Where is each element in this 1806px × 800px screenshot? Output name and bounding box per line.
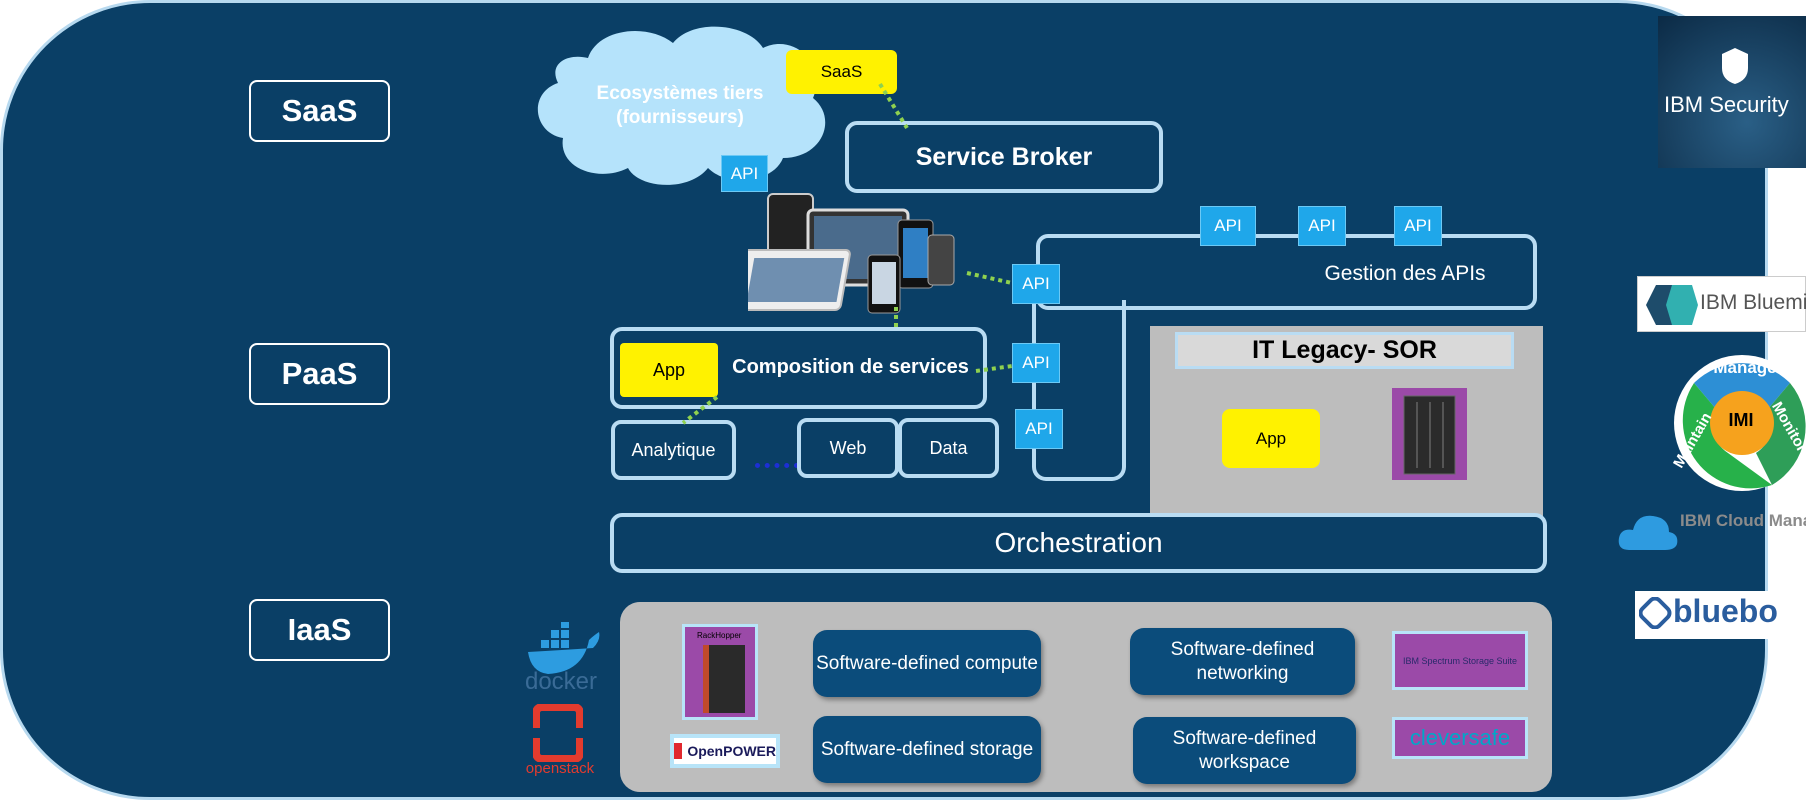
cloud-api-tag: API <box>721 155 768 192</box>
saas-layer-label: SaaS <box>249 80 390 142</box>
gestion-api-tag-1: API <box>1200 206 1256 246</box>
imi-lifecycle-icon <box>1674 355 1806 491</box>
rackhopper-server: RackHopper <box>682 624 758 720</box>
ibm-cloud-managed-label: IBM Cloud Managed Serv <box>1680 511 1806 530</box>
ecosystem-title: Ecosystèmes tiers (fournisseurs) <box>560 82 800 130</box>
openstack-label: openstack <box>525 760 595 777</box>
shield-icon <box>1722 48 1748 84</box>
connector-devices-api <box>966 271 1013 285</box>
ecosystem-title-line1: Ecosystèmes tiers <box>596 83 764 104</box>
spectrum-storage-logo: IBM Spectrum Storage Suite <box>1392 631 1528 690</box>
docker-whale-icon <box>528 622 600 674</box>
connector-app-analytics <box>681 395 719 425</box>
gestion-api-tag-3: API <box>1394 206 1442 246</box>
it-legacy-title: IT Legacy- SOR <box>1175 332 1514 369</box>
imi-center-label: IMI <box>1728 410 1754 430</box>
orchestration-bar: Orchestration <box>610 513 1547 573</box>
connector-saas-broker <box>878 82 909 130</box>
cleversafe-logo: cleversafe <box>1392 717 1528 759</box>
more-services-ellipsis <box>755 463 799 471</box>
cloud-icon <box>1618 515 1678 550</box>
mainframe-server-image <box>1392 388 1467 480</box>
ecosystem-cloud-shape <box>537 26 826 185</box>
openpower-logo: OpenPOWER <box>670 734 780 768</box>
composition-label: Composition de services <box>732 356 969 378</box>
saas-tag: SaaS <box>786 50 897 94</box>
devices-image <box>748 193 955 314</box>
data-service: Data <box>898 418 999 478</box>
analytics-service: Analytique <box>611 420 736 480</box>
rackhopper-rack <box>703 645 745 713</box>
ibm-bluemix-label: IBM Bluemix <box>1700 291 1806 314</box>
bluebox-label: bluebo <box>1673 593 1778 629</box>
imi-manage-label: Manage <box>1713 358 1777 377</box>
openpower-mark <box>674 743 683 759</box>
ibm-security-label: IBM Security <box>1664 92 1789 117</box>
bluebox-logo: bluebo <box>1635 591 1806 639</box>
web-service: Web <box>797 418 899 478</box>
docker-label: docker <box>524 668 598 695</box>
connector-api-tag-2: API <box>1012 343 1060 383</box>
sd-compute: Software-defined compute <box>813 630 1041 697</box>
openpower-label: OpenPOWER <box>687 743 776 759</box>
api-connector-column <box>1032 300 1126 481</box>
rackhopper-label: RackHopper <box>697 631 742 640</box>
sd-networking: Software-defined networking <box>1130 628 1355 695</box>
sd-storage: Software-defined storage <box>813 716 1041 783</box>
connector-composition-api <box>975 364 1013 373</box>
gestion-api-tag-2: API <box>1298 206 1346 246</box>
service-broker-box: Service Broker <box>845 121 1163 193</box>
connector-api-tag-1: API <box>1012 264 1060 304</box>
bluebox-mark-icon <box>1639 597 1672 629</box>
api-management-label: Gestion des APIs <box>1324 262 1486 285</box>
bluemix-cube-icon <box>1646 285 1698 325</box>
iaas-layer-label: IaaS <box>249 599 390 661</box>
connector-api-tag-3: API <box>1015 409 1063 449</box>
ibm-security-logo: IBM Security <box>1658 16 1806 168</box>
ecosystem-title-line2: (fournisseurs) <box>616 107 744 128</box>
paas-layer-label: PaaS <box>249 343 390 405</box>
composition-app: App <box>620 343 718 397</box>
openstack-logo-icon <box>533 704 583 762</box>
sd-workspace: Software-defined workspace <box>1133 717 1356 784</box>
legacy-app: App <box>1222 409 1320 468</box>
